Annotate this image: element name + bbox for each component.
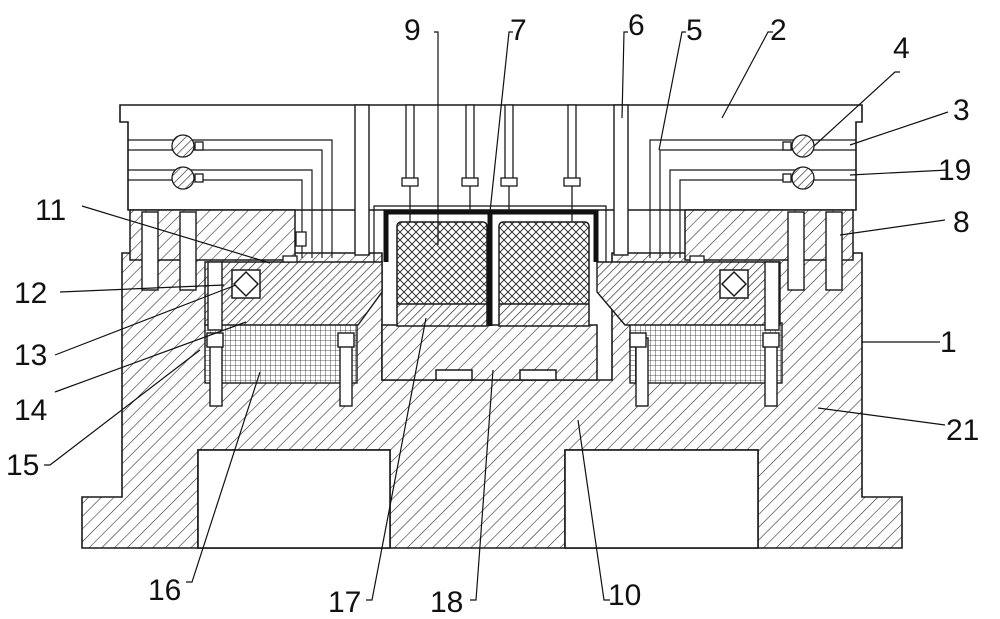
- label-15: 15: [6, 449, 39, 482]
- crosshatched-cores: [396, 221, 590, 327]
- label-7: 7: [510, 14, 527, 47]
- left-grid-insert: [204, 322, 783, 384]
- upper-die-plate: [119, 104, 863, 211]
- label-1: 1: [940, 326, 957, 359]
- core-rods: [401, 104, 581, 222]
- label-11: 11: [35, 194, 66, 227]
- label-8: 8: [953, 206, 970, 239]
- label-21: 21: [946, 414, 979, 447]
- label-13: 13: [14, 339, 47, 372]
- diamond-seals: [231, 269, 749, 299]
- central-frame: [383, 209, 599, 326]
- label-17: 17: [328, 586, 361, 619]
- central-frame-inner: [373, 205, 607, 262]
- label-4: 4: [893, 32, 910, 65]
- label-5: 5: [686, 14, 703, 47]
- label-9: 9: [404, 14, 421, 47]
- part-labels: 9 7 6 5 2 4 3 19 11 8 12 13 1 14 21 15 1…: [6, 9, 979, 619]
- label-2: 2: [770, 14, 787, 47]
- label-18: 18: [430, 586, 463, 619]
- label-6: 6: [628, 9, 645, 42]
- guide-pins: [141, 104, 843, 407]
- center-block: [381, 324, 598, 381]
- label-19: 19: [938, 154, 971, 187]
- label-3: 3: [953, 94, 970, 127]
- leader-lines: [44, 31, 949, 601]
- label-10: 10: [608, 579, 641, 612]
- label-14: 14: [14, 394, 47, 427]
- label-16: 16: [148, 574, 181, 607]
- pipe-valves: [171, 134, 815, 263]
- label-12: 12: [14, 277, 47, 310]
